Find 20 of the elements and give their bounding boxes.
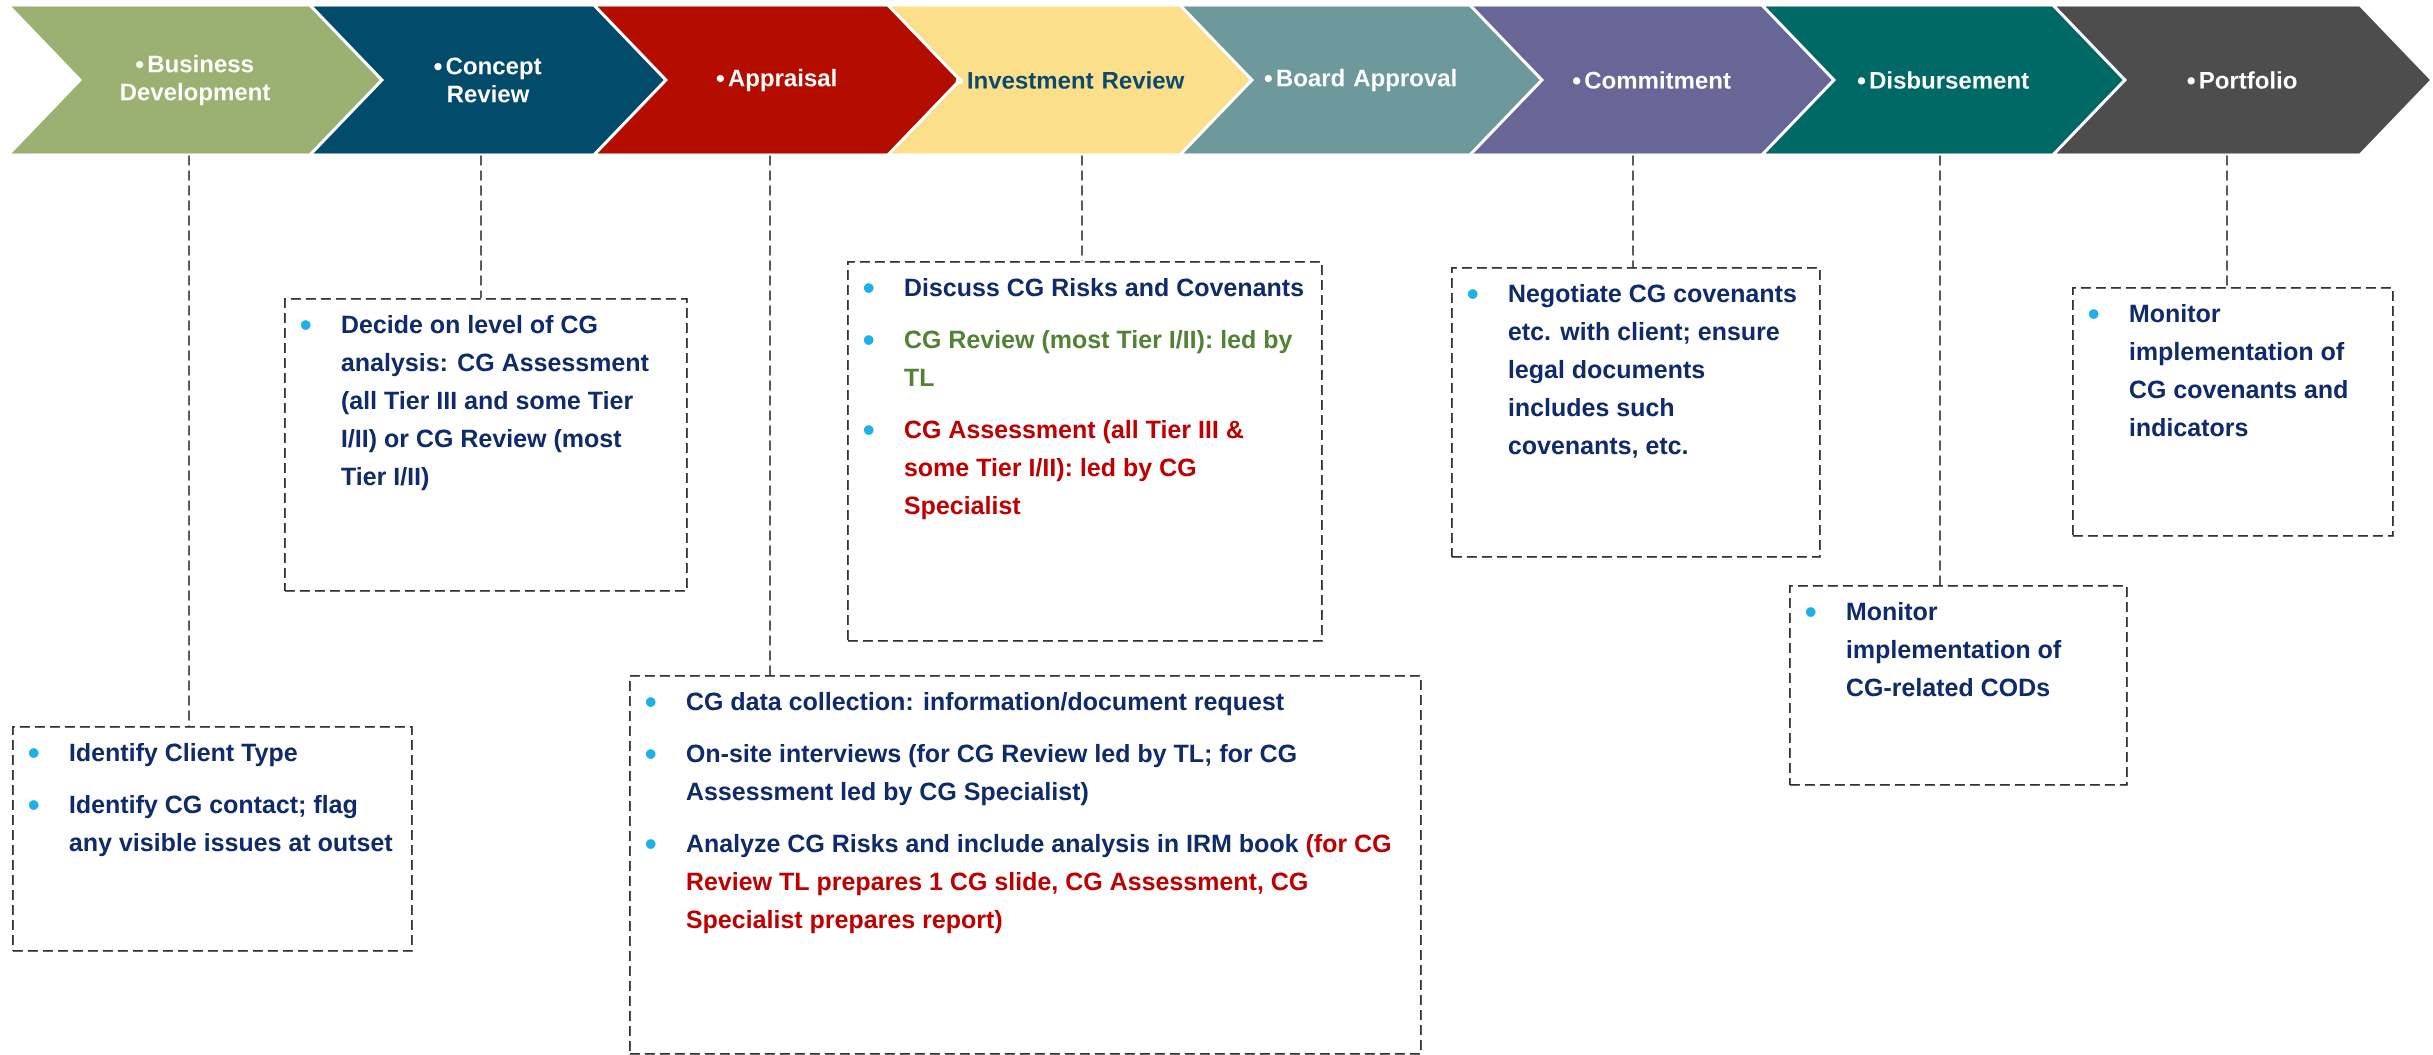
dashed-text-box: Decide on level of CG analysis: CG Assessment (all Tier III and some Tier I/II) or CG Review (most Tier I/II) [284,298,688,592]
stage-band: Appraisal [590,3,963,157]
leader-line [480,154,482,299]
leader-line [1632,154,1634,268]
stage-band: Concept Review [306,3,669,157]
leader-line [1081,154,1083,262]
dashed-text-box: Identify Client Type Identify CG contact; flag any visible issues at outset [12,726,413,952]
stage-band: Investment Review [884,3,1255,157]
stage-band: Disbursement [1758,3,2128,157]
dashed-text-box: Monitor implementation of CG covenants and indicators [2072,287,2394,537]
dashed-text-box: Discuss CG Risks and Covenants CG Review (most Tier I/II): led by TL CG Assessment (all Tier III & some Tier I/II): led by CG Specialist [847,261,1323,642]
stage-band: Portfolio [2049,3,2433,157]
leader-line [188,154,190,727]
leader-line [1939,154,1941,586]
dashed-text-box: Negotiate CG covenants etc. with client; ensure legal documents includes such covenants, etc. [1451,267,1821,558]
leader-line [2226,154,2228,288]
dashed-text-box: Monitor implementation of CG-related CODs [1789,585,2128,786]
leader-line [769,154,771,676]
dashed-text-box: CG data collection: information/document request On-site interviews (for CG Review led by TL; for CG Assessment led by CG Specialist) Analyze CG Risks and include analysis in IRM book (for CG Review TL prepares 1 CG slide, CG Assessment, CG Specialist prepares report) [629,675,1422,1055]
stage-band: Commitment [1466,3,1837,157]
